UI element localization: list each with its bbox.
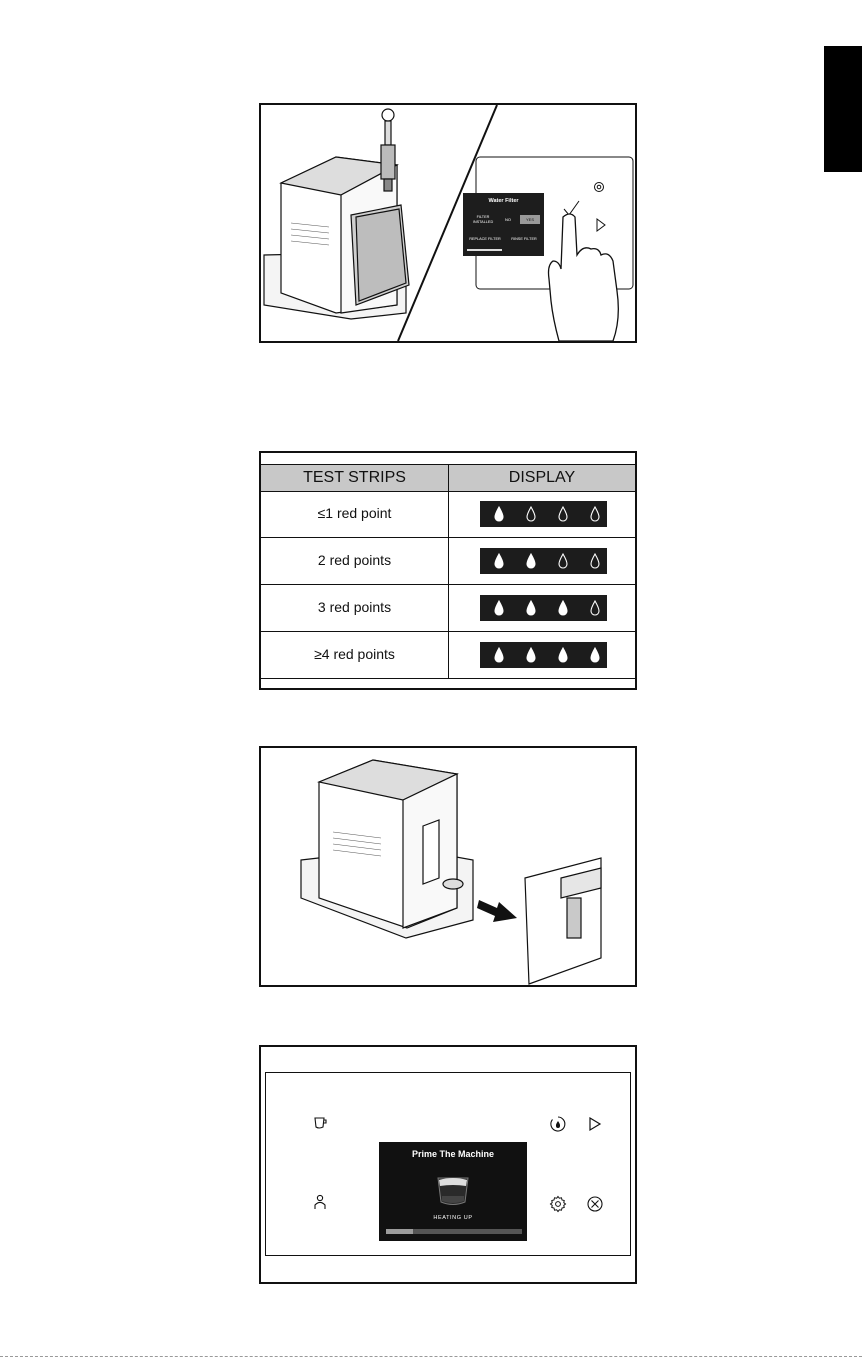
figure-filter-install: Water Filter FILTER INSTALLED NO YES REP…: [259, 103, 637, 343]
water-drop-icon: [526, 506, 536, 522]
filter-install-illustration: [261, 105, 635, 341]
water-drop-icon: [526, 647, 536, 663]
replace-filter-button[interactable]: REPLACE FILTER: [466, 237, 504, 241]
arrow-icon: [477, 900, 517, 922]
water-drop-icon: [590, 600, 600, 616]
test-strip-label: 3 red points: [261, 584, 449, 631]
water-drop-icon: [526, 553, 536, 569]
page-cut-line: [0, 1356, 862, 1357]
hardness-display: [480, 595, 607, 621]
yes-button[interactable]: YES: [520, 215, 540, 224]
water-drop-icon: [526, 600, 536, 616]
water-drop-icon: [558, 553, 568, 569]
person-icon[interactable]: [312, 1194, 328, 1210]
heating-progress-fill: [386, 1229, 413, 1234]
glass-icon: [435, 1174, 471, 1208]
screen-title: Prime The Machine: [379, 1149, 527, 1159]
heating-progress-bar: [386, 1229, 522, 1234]
hardness-display: [480, 642, 607, 668]
water-filter-title: Water Filter: [463, 198, 544, 204]
water-drop-icon: [494, 647, 504, 663]
filter-installed-question: FILTER INSTALLED: [469, 215, 497, 224]
no-button[interactable]: NO: [499, 215, 517, 224]
header-test-strips: TEST STRIPS: [261, 465, 449, 491]
play-icon[interactable]: [588, 1116, 602, 1132]
cancel-icon[interactable]: [586, 1195, 604, 1213]
water-drop-icon: [558, 506, 568, 522]
table-header: TEST STRIPS DISPLAY: [261, 464, 635, 492]
water-drop-icon: [558, 647, 568, 663]
figure-control-panel: Prime The Machine HEATING UP: [259, 1045, 637, 1284]
hardness-display: [480, 548, 607, 574]
water-filter-screen: Water Filter FILTER INSTALLED NO YES REP…: [463, 193, 544, 256]
water-drop-icon: [494, 506, 504, 522]
figure-remove-tank: [259, 746, 637, 987]
water-drop-icon: [558, 600, 568, 616]
remove-tank-illustration: [261, 748, 635, 985]
test-strip-label: ≥4 red points: [261, 631, 449, 678]
table-row: 3 red points: [261, 584, 635, 632]
water-drop-icon: [590, 553, 600, 569]
control-panel: Prime The Machine HEATING UP: [265, 1072, 631, 1256]
table-row: ≤1 red point: [261, 490, 635, 538]
water-drop-icon: [494, 600, 504, 616]
table-row: ≥4 red points: [261, 631, 635, 679]
filter-progress-bar: [467, 249, 502, 251]
hardness-display: [480, 501, 607, 527]
water-drop-icon: [590, 506, 600, 522]
display-screen: Prime The Machine HEATING UP: [379, 1142, 527, 1241]
table-row: 2 red points: [261, 537, 635, 585]
test-strip-label: ≤1 red point: [261, 490, 449, 537]
gear-icon[interactable]: [549, 1195, 567, 1213]
rinse-icon[interactable]: [549, 1115, 567, 1133]
rinse-filter-button[interactable]: RINSE FILTER: [506, 237, 542, 241]
header-display: DISPLAY: [449, 465, 635, 491]
screen-status: HEATING UP: [379, 1215, 527, 1221]
water-drop-icon: [494, 553, 504, 569]
water-drop-icon: [590, 647, 600, 663]
language-tab: [824, 46, 862, 172]
test-strip-label: 2 red points: [261, 537, 449, 584]
cup-icon[interactable]: [312, 1115, 328, 1131]
